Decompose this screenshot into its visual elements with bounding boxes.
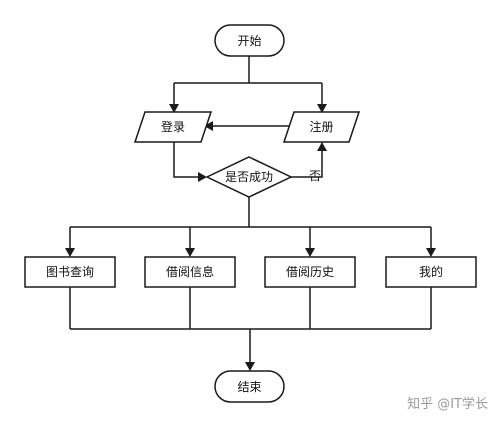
- arrowhead-no-to-register: [317, 142, 327, 151]
- node-borrow-info: 借阅信息: [144, 256, 236, 288]
- edge-branches-to-end: [69, 287, 432, 363]
- arrowhead-borrow-history-in: [305, 248, 315, 257]
- edge-label-no: 否: [309, 169, 321, 183]
- node-login-label: 登录: [161, 119, 185, 134]
- arrowhead-borrow-info-in: [185, 248, 195, 257]
- node-mine: 我的: [385, 256, 477, 288]
- node-book-query: 图书查询: [24, 256, 116, 288]
- arrowhead-mine-in: [426, 248, 436, 257]
- arrowhead-end-in: [245, 362, 255, 371]
- connectors: [65, 56, 436, 371]
- node-register-label: 注册: [309, 119, 333, 134]
- node-borrow-history-label: 借阅历史: [286, 265, 334, 279]
- node-decision: 是否成功: [205, 156, 293, 198]
- node-decision-label: 是否成功: [225, 170, 273, 184]
- node-login: 登录: [133, 111, 213, 143]
- arrowhead-login-to-decision: [198, 172, 207, 182]
- watermark: 知乎 @IT学长: [407, 396, 488, 412]
- node-borrow-history: 借阅历史: [264, 256, 356, 288]
- edge-split-to-login: [173, 82, 322, 105]
- arrowhead-book-query-in: [65, 248, 75, 257]
- node-end: 结束: [214, 370, 285, 403]
- node-borrow-info-label: 借阅信息: [166, 264, 214, 279]
- arrowhead-register-in: [317, 104, 327, 113]
- node-end-label: 结束: [237, 380, 261, 394]
- node-register: 注册: [282, 111, 361, 143]
- edge-decision-to-branches: [69, 197, 432, 248]
- node-mine-label: 我的: [419, 264, 443, 279]
- edge-login-to-decision: [173, 142, 199, 178]
- node-book-query-label: 图书查询: [46, 265, 94, 279]
- arrowhead-login-in: [169, 104, 179, 113]
- edge-decision-no-to-register: [291, 150, 323, 178]
- arrowhead-register-to-login: [204, 121, 213, 131]
- node-start: 开始: [214, 24, 285, 57]
- node-start-label: 开始: [237, 34, 261, 48]
